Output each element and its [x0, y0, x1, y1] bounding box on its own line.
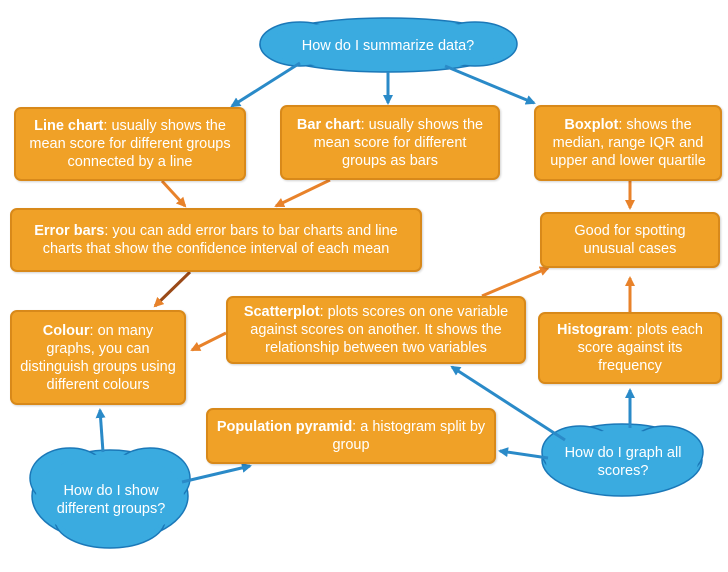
boxplot-text: : shows the median, range IQR and upper …: [550, 117, 706, 169]
bar-chart-title: Bar chart: [296, 116, 361, 133]
box-histogram: Histogram: plots each score against its …: [538, 312, 722, 384]
box-bar-chart: Bar chart: usually shows the mean score …: [280, 105, 500, 180]
arrow-groups-to-colour: [95, 408, 106, 453]
cloud-all-scores-label: How do I graph all scores?: [564, 445, 682, 479]
arrow-summarize-to-boxplot: [444, 64, 536, 105]
arrow-all-scores-to-population: [498, 447, 549, 460]
error-bars-text: : you can add error bars to bar charts a…: [42, 223, 398, 257]
colour-title: Colour: [42, 322, 90, 339]
cloud-all-scores-shape: [541, 423, 704, 497]
colour-text: : on many graphs, you can distinguish gr…: [20, 322, 176, 393]
box-colour: Colour: on many graphs, you can distingu…: [10, 310, 186, 405]
arrow-line-chart-to-error-bars: [160, 179, 187, 208]
scatterplot-text: : plots scores on one variable against s…: [250, 304, 509, 356]
histogram-text: : plots each score against its frequency: [577, 322, 703, 374]
error-bars-title: Error bars: [34, 223, 105, 239]
arrow-scatterplot-to-unusual: [481, 266, 550, 298]
box-unusual-cases: Good for spotting unusual cases: [540, 212, 720, 268]
bar-chart-text: : usually shows the mean score for diffe…: [313, 116, 484, 169]
arrow-groups-to-population: [181, 462, 252, 484]
box-boxplot: Boxplot: shows the median, range IQR and…: [534, 105, 722, 181]
box-line-chart: Line chart: usually shows the mean score…: [14, 107, 246, 181]
boxplot-title: Boxplot: [564, 117, 619, 133]
box-scatterplot: Scatterplot: plots scores on one variabl…: [226, 296, 526, 364]
arrow-error-bars-to-colour: [153, 270, 192, 308]
histogram-title: Histogram: [557, 322, 629, 338]
arrow-bar-chart-to-error-bars: [274, 178, 331, 208]
population-title: Population pyramid: [216, 419, 353, 435]
arrow-all-scores-to-scatterplot: [450, 365, 566, 442]
unusual-cases-text: Good for spotting unusual cases: [574, 223, 686, 257]
box-error-bars: Error bars: you can add error bars to ba…: [10, 208, 422, 272]
cloud-groups-label: How do I show different groups?: [56, 483, 166, 517]
line-chart-title: Line chart: [34, 118, 104, 134]
box-population-pyramid: Population pyramid: a histogram split by…: [206, 408, 496, 464]
arrow-scatterplot-to-colour: [190, 331, 227, 352]
population-text: : a histogram split by group: [332, 419, 486, 453]
cloud-groups-shape: [29, 447, 191, 549]
cloud-summarize-label: How do I summarize data?: [301, 38, 475, 54]
scatterplot-title: Scatterplot: [243, 304, 320, 320]
line-chart-text: : usually shows the mean score for diffe…: [29, 118, 231, 170]
arrow-summarize-to-line-chart: [230, 61, 301, 108]
cloud-summarize-shape: [259, 17, 518, 73]
